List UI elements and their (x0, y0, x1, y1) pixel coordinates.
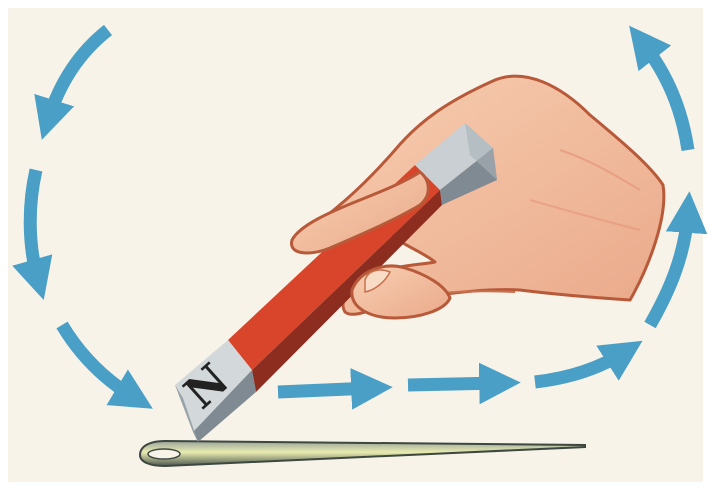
field-arrow-5 (408, 383, 500, 385)
needle-eye (148, 449, 180, 459)
field-arrow-4 (278, 388, 372, 392)
